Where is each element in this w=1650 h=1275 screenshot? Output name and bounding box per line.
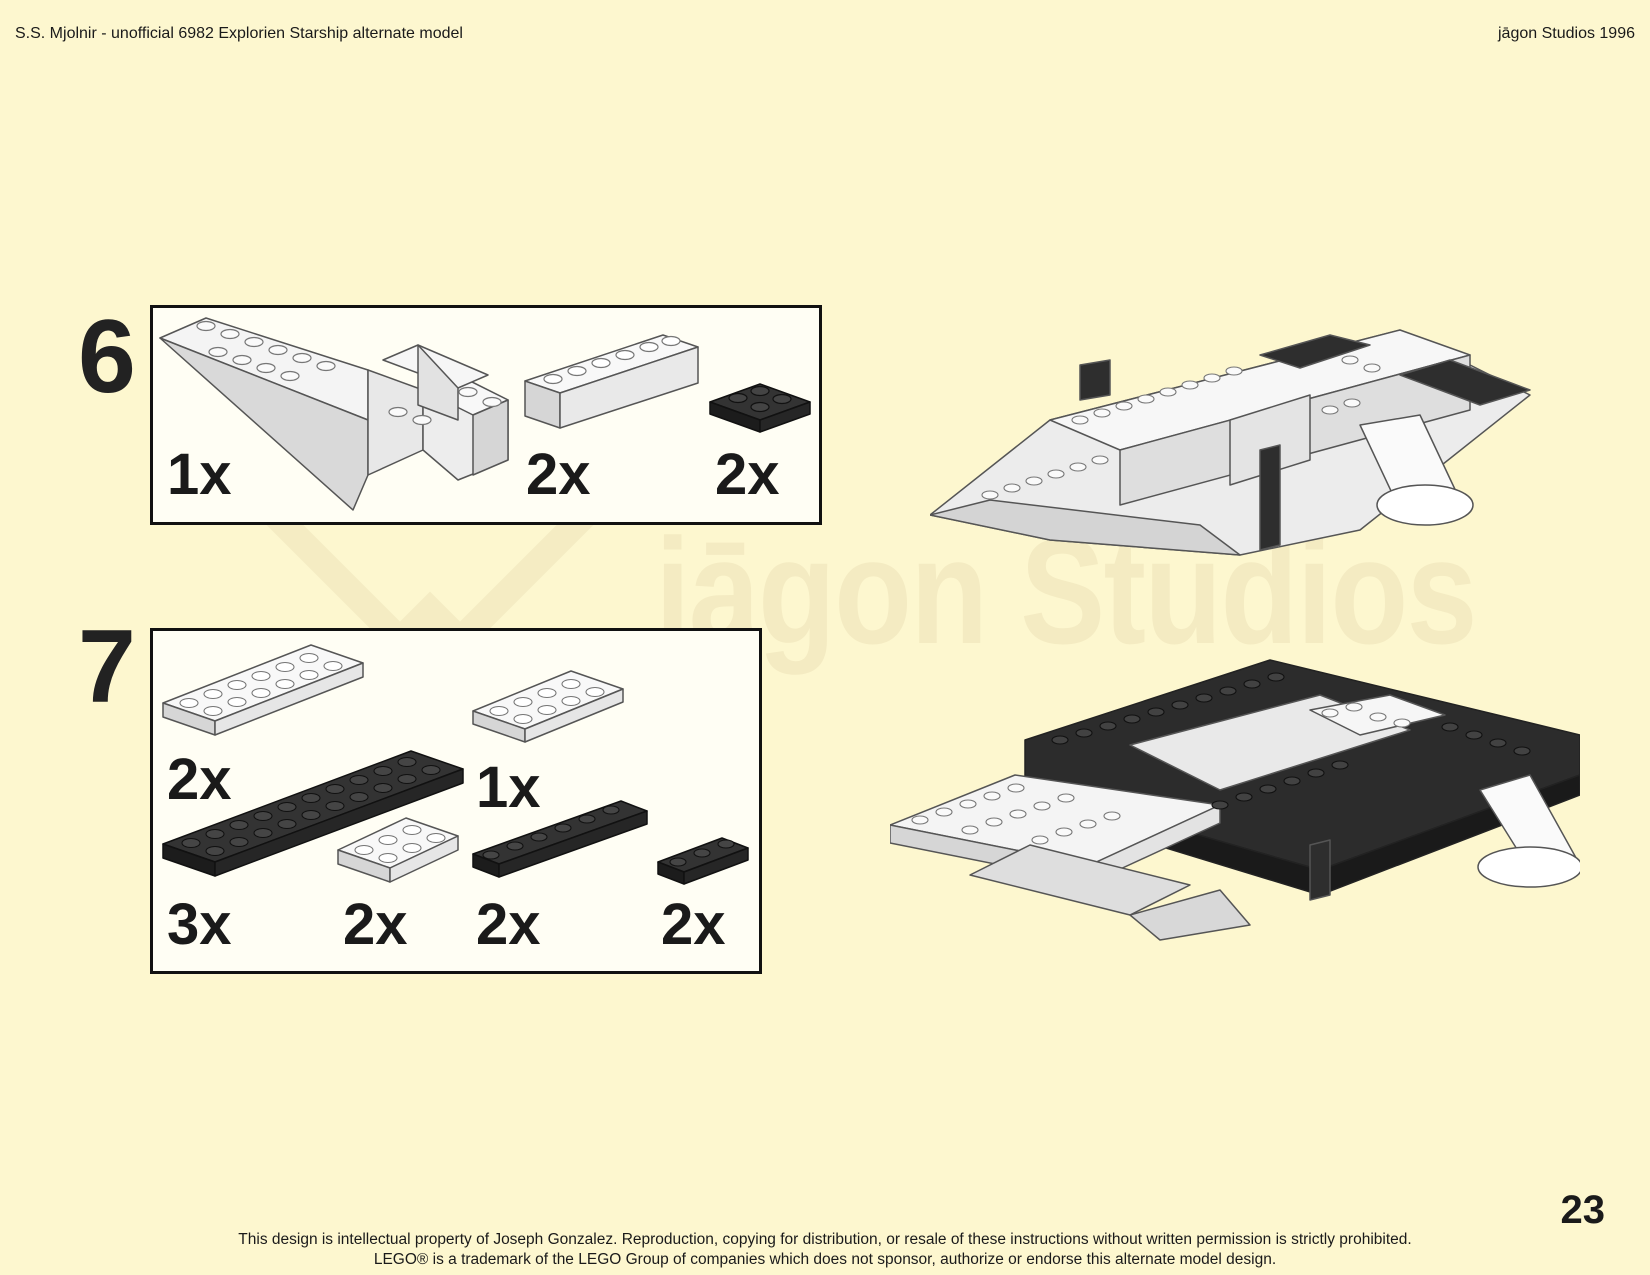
- black-plate-1x6-icon: [472, 800, 648, 878]
- black-plate-2x10-icon: [162, 750, 464, 877]
- part-quantity: 3x: [167, 892, 232, 957]
- white-plate-2x4-icon: [472, 670, 624, 743]
- trademark-notice: LEGO® is a trademark of the LEGO Group o…: [373, 1251, 1277, 1268]
- white-brick-1x6-icon: [524, 334, 699, 429]
- part-quantity: 1x: [476, 755, 541, 820]
- black-plate-1x3-icon: [657, 837, 749, 885]
- part-quantity: 2x: [661, 892, 726, 957]
- part-quantity: 2x: [715, 442, 780, 507]
- step-7-assembled-model-icon: [890, 659, 1580, 941]
- white-plate-2x6-icon: [162, 644, 364, 736]
- white-wedge-hull-piece-icon: [159, 317, 509, 511]
- part-quantity: 2x: [476, 892, 541, 957]
- part-quantity: 2x: [526, 442, 591, 507]
- part-quantity: 2x: [343, 892, 408, 957]
- white-plate-2x3-icon: [337, 817, 459, 883]
- copyright-footer: This design is intellectual property of …: [0, 1230, 1650, 1270]
- step-number: 6: [78, 299, 136, 415]
- part-quantity: 1x: [167, 442, 232, 507]
- black-plate-2x2-icon: [709, 383, 811, 433]
- part-quantity: 2x: [167, 747, 232, 812]
- document-title: S.S. Mjolnir - unofficial 6982 Explorien…: [15, 25, 463, 42]
- page-number: 23: [1560, 1188, 1606, 1232]
- step-number: 7: [78, 609, 136, 725]
- studio-credit: jāgon Studios 1996: [1498, 25, 1635, 42]
- step-6-assembled-model-icon: [930, 329, 1531, 556]
- copyright-notice: This design is intellectual property of …: [238, 1231, 1412, 1248]
- parts-callout-step-6: 1x 2x 2x: [150, 305, 822, 525]
- parts-callout-step-7: 2x 1x 3x 2x 2x 2x: [150, 628, 762, 974]
